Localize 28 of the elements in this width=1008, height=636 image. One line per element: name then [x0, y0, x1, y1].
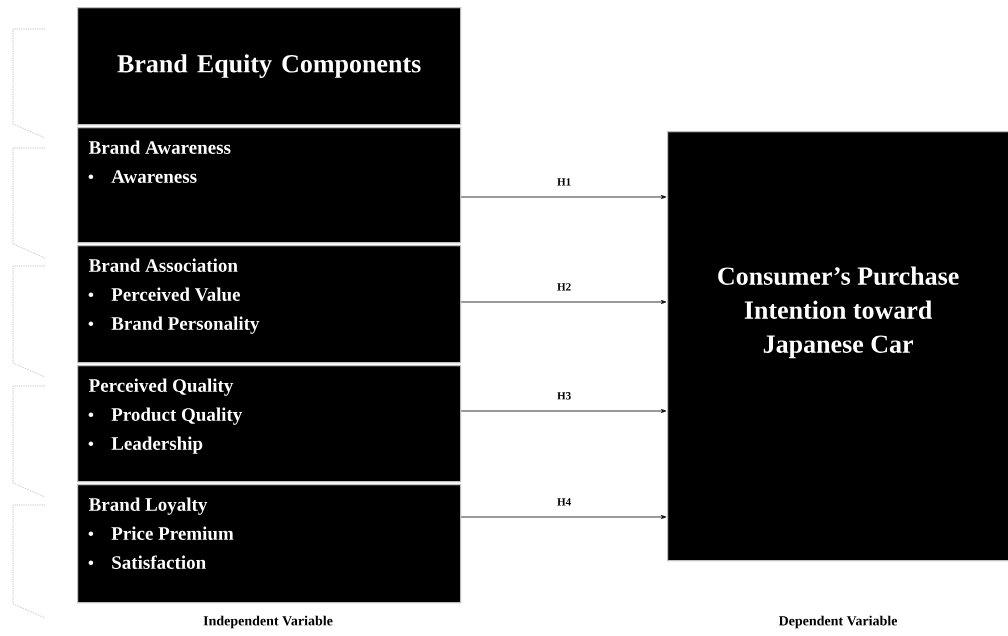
list-item: Price Premium — [111, 526, 234, 540]
box-heading: Brand Association — [88, 258, 238, 272]
box-heading: Brand Loyalty — [88, 497, 208, 515]
box-heading: Perceived Quality — [88, 378, 234, 396]
header-box — [77, 7, 462, 126]
heading: Brand Equity Components — [117, 54, 421, 78]
edge-label: H3 — [557, 392, 571, 400]
list-item: Brand Personality — [111, 316, 260, 334]
axis-caption: Dependent Variable — [778, 615, 898, 629]
list-item: Leadership — [111, 436, 203, 454]
edge-label: H4 — [557, 498, 571, 506]
category-box — [77, 484, 462, 604]
category-box — [77, 365, 462, 483]
arrow — [460, 515, 667, 519]
outcome-box — [667, 131, 1008, 562]
list-item: Perceived Value — [111, 287, 240, 302]
arrow — [460, 409, 667, 413]
outcome-text: Consumer’s Purchase Intention toward Japanese Car — [718, 266, 959, 359]
list-item: Product Quality — [111, 407, 243, 425]
list-item: Awareness — [111, 170, 197, 183]
list-item: Satisfaction — [112, 555, 206, 569]
category-box — [77, 127, 462, 244]
edge-label: H1 — [557, 178, 571, 186]
edge-label: H2 — [557, 283, 571, 291]
arrow — [460, 300, 667, 304]
box-heading: Brand Awareness — [88, 140, 231, 154]
arrow — [460, 195, 667, 199]
category-box — [77, 245, 462, 364]
